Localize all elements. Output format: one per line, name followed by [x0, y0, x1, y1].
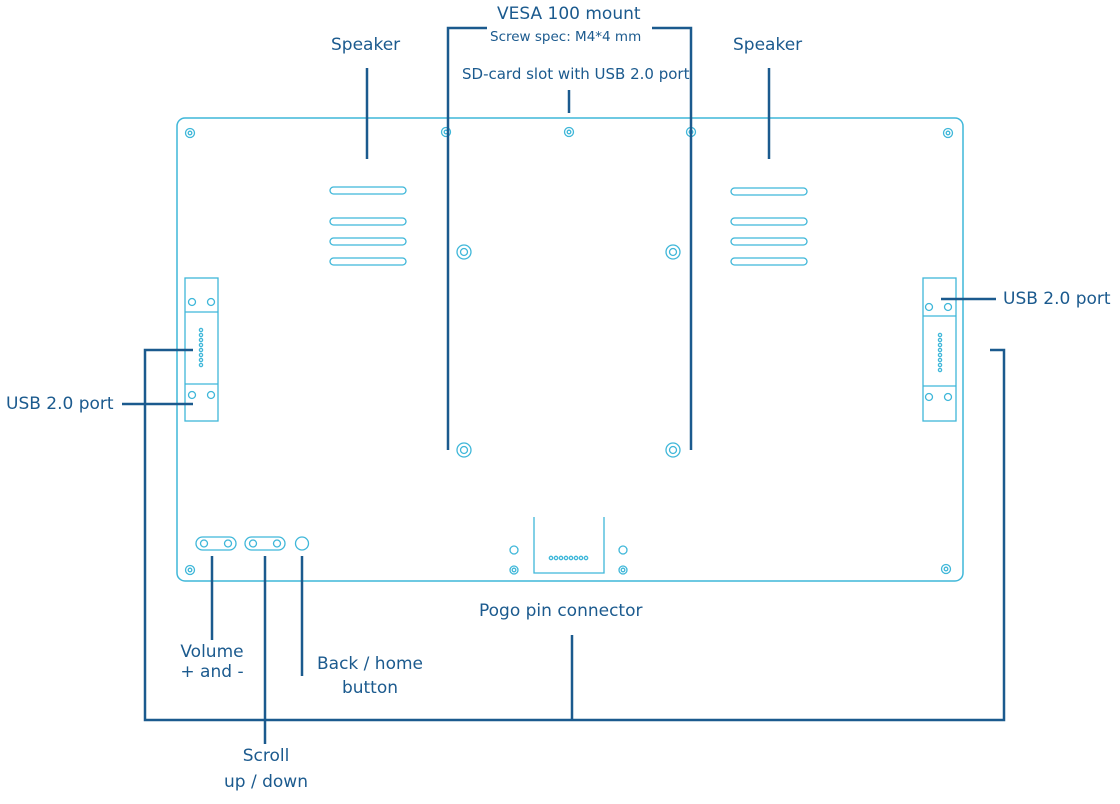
scroll-label: Scroll up / down — [216, 746, 316, 792]
volume-label: Volume + and - — [172, 642, 252, 682]
screw-spec-label: Screw spec: M4*4 mm — [490, 29, 642, 45]
volume-rocker — [195, 536, 237, 551]
usb-module-right — [922, 277, 957, 422]
leader-vesa-left — [446, 26, 487, 450]
back-home-label: Back / home button — [308, 654, 432, 698]
leader-lines — [122, 26, 1006, 744]
leader-vesa-right — [652, 26, 693, 450]
scroll-label-line1: Scroll — [242, 746, 290, 766]
scroll-label-line2: up / down — [224, 771, 308, 792]
vesa-mount-label: VESA 100 mount — [497, 4, 641, 24]
volume-label-line1: Volume — [180, 642, 244, 662]
case-screws — [184, 126, 954, 576]
speaker-grille-left — [329, 186, 407, 266]
usb-port-left-label: USB 2.0 port — [6, 394, 114, 414]
scroll-rocker — [244, 536, 286, 551]
vesa-mount-holes — [456, 244, 681, 458]
device-body — [176, 117, 964, 582]
pogo-pin-label: Pogo pin connector — [479, 601, 643, 621]
pogo-pin-connector — [509, 517, 628, 575]
speaker-left-label: Speaker — [331, 35, 401, 55]
back-home-label-line1: Back / home — [316, 654, 423, 674]
sd-card-slot-label: SD-card slot with USB 2.0 port — [462, 65, 690, 83]
speaker-right-label: Speaker — [733, 35, 803, 55]
speaker-grille-right — [730, 187, 808, 266]
back-home-button — [294, 536, 310, 551]
leader-pogo-bracket — [143, 348, 1006, 722]
volume-label-line2: + and - — [180, 661, 244, 682]
usb-port-right-label: USB 2.0 port — [1003, 289, 1111, 309]
back-home-label-line2: button — [341, 677, 399, 698]
